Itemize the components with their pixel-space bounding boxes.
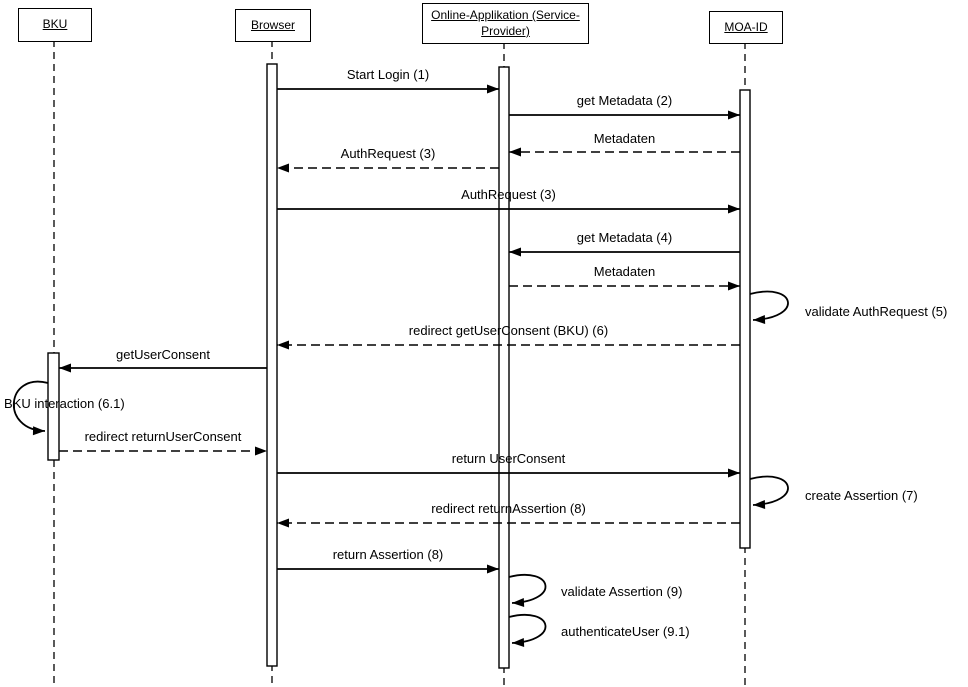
actor-moa-id: MOA-ID — [709, 11, 783, 44]
actor-browser-label: Browser — [250, 17, 295, 32]
msg-getuserconsent: getUserConsent — [116, 347, 210, 362]
activation-browser — [266, 63, 278, 667]
activation-moa-id — [739, 89, 751, 549]
msg-start-login: Start Login (1) — [346, 67, 430, 82]
msg-bku-interaction: BKU interaction (6.1) — [4, 396, 125, 411]
msg-redirect-getuserconsent: redirect getUserConsent (BKU) (6) — [408, 323, 609, 338]
activation-online-app — [498, 66, 510, 669]
loop-validate-assertion — [508, 574, 547, 607]
msg-validate-authrequest: validate AuthRequest (5) — [805, 304, 948, 319]
msg-authrequest-return: AuthRequest (3) — [340, 146, 436, 161]
actor-online-app: Online-Applikation (Service-Provider) — [422, 3, 589, 44]
msg-get-metadata-4: get Metadata (4) — [576, 230, 673, 245]
actor-online-app-label: Online-Applikation (Service-Provider) — [431, 7, 580, 38]
loop-authenticateuser — [508, 614, 547, 647]
msg-redirect-returnassertion: redirect returnAssertion (8) — [431, 501, 586, 516]
msg-get-metadata-2: get Metadata (2) — [576, 93, 673, 108]
msg-metadaten-1: Metadaten — [593, 131, 656, 146]
msg-authenticateuser: authenticateUser (9.1) — [561, 624, 690, 639]
actor-bku-label: BKU — [42, 17, 68, 32]
activation-bku — [47, 352, 60, 461]
msg-validate-assertion: validate Assertion (9) — [561, 584, 683, 599]
loop-bku-interaction — [12, 380, 49, 436]
loop-validate-authrequest — [749, 290, 789, 325]
msg-metadaten-2: Metadaten — [593, 264, 656, 279]
msg-return-userconsent: return UserConsent — [451, 451, 566, 466]
msg-return-assertion: return Assertion (8) — [332, 547, 444, 562]
loop-create-assertion — [749, 475, 789, 510]
actor-bku: BKU — [18, 8, 92, 42]
msg-redirect-returnuserconsent: redirect returnUserConsent — [84, 429, 242, 444]
actor-browser: Browser — [235, 9, 311, 42]
actor-moa-id-label: MOA-ID — [724, 19, 768, 34]
msg-authrequest-to-moa: AuthRequest (3) — [461, 187, 556, 202]
msg-create-assertion: create Assertion (7) — [805, 488, 918, 503]
